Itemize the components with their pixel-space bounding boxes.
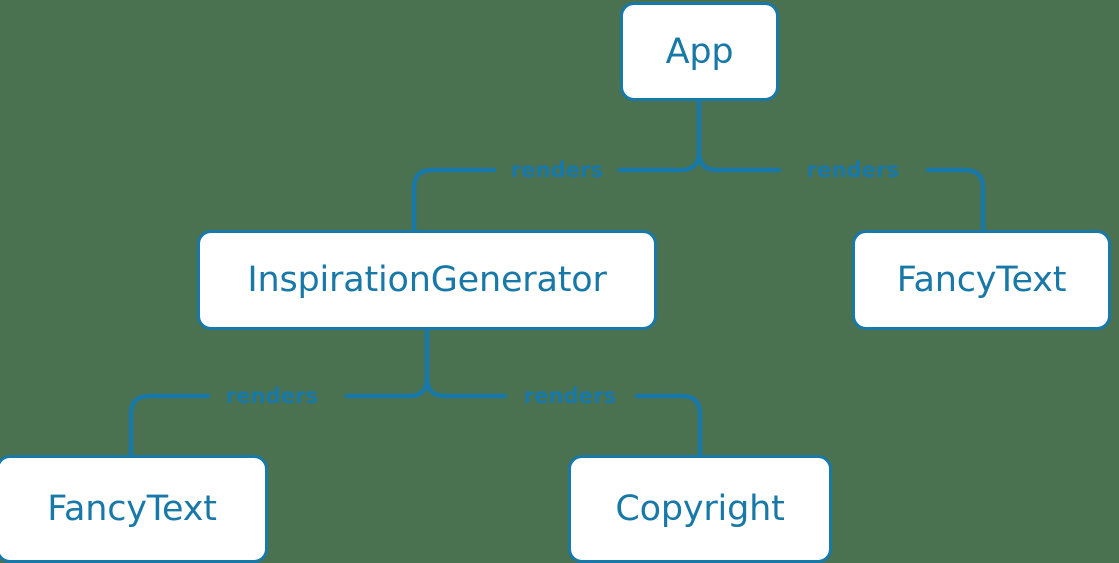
node-app-label: App bbox=[665, 31, 734, 72]
node-inspirationgenerator-label: InspirationGenerator bbox=[247, 260, 607, 300]
node-copyright[interactable]: Copyright bbox=[568, 455, 832, 563]
node-fancytext-left[interactable]: FancyText bbox=[0, 455, 268, 563]
node-fancytext-right-label: FancyText bbox=[896, 260, 1067, 300]
edge-label-inspirationgenerator-copyright: renders bbox=[523, 384, 617, 408]
node-fancytext-left-label: FancyText bbox=[47, 489, 217, 529]
node-copyright-label: Copyright bbox=[615, 489, 785, 529]
edge-label-inspirationgenerator-fancytext-left: renders bbox=[225, 384, 319, 408]
node-inspirationgenerator[interactable]: InspirationGenerator bbox=[197, 230, 657, 330]
edge-label-app-fancytext-right: renders bbox=[806, 158, 900, 182]
node-fancytext-right[interactable]: FancyText bbox=[852, 230, 1111, 330]
node-app[interactable]: App bbox=[620, 2, 779, 101]
edge-label-app-inspirationgenerator: renders bbox=[510, 158, 604, 182]
edge-app-to-fancytext-right bbox=[696, 149, 986, 233]
edge-inspirationgenerator-to-copyright bbox=[424, 375, 703, 458]
